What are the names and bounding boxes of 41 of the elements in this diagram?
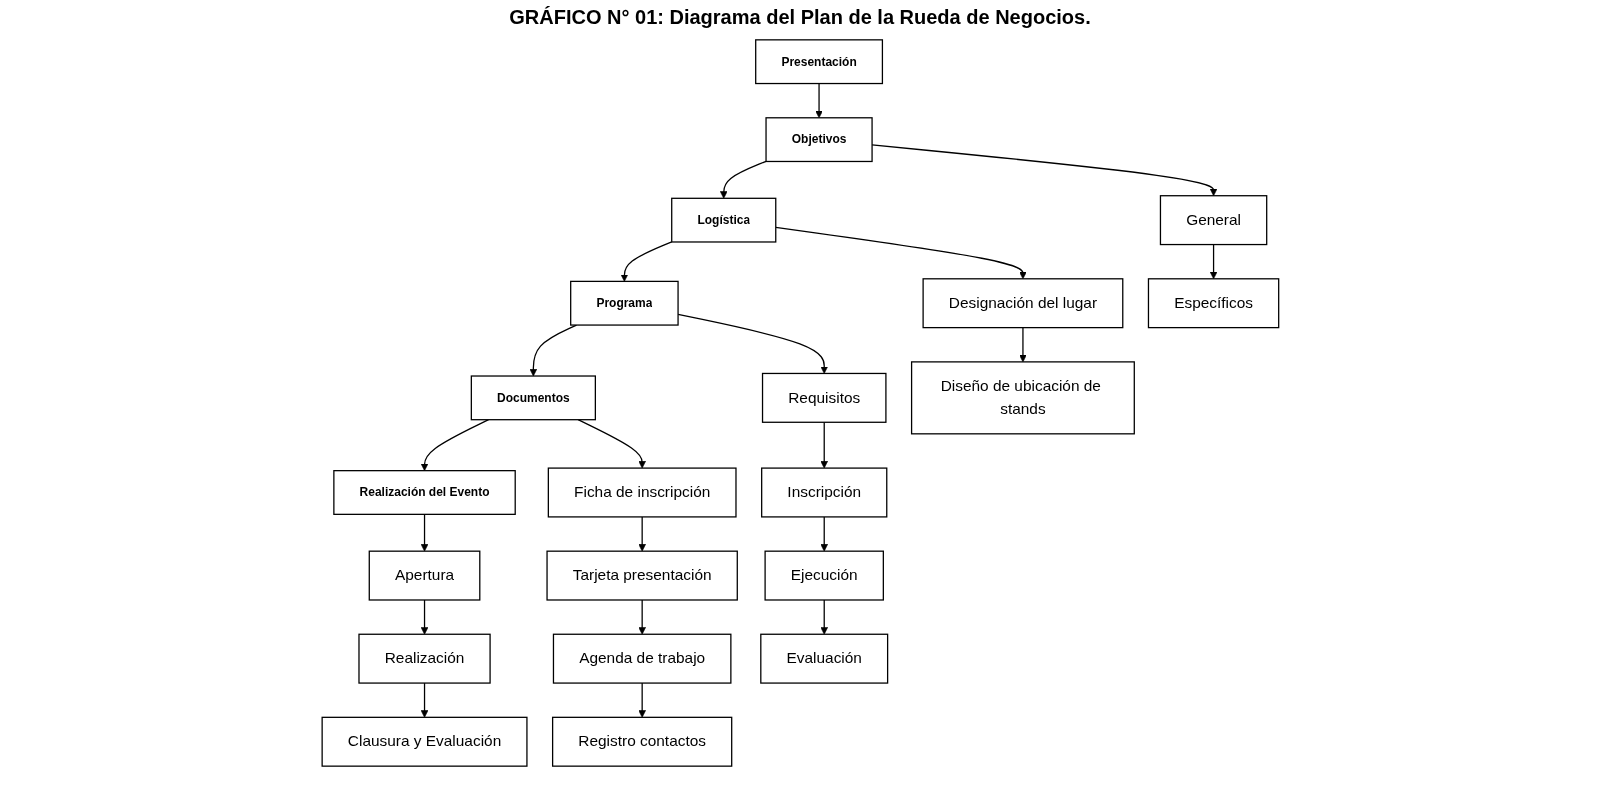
arrow — [814, 82, 823, 119]
arrow — [677, 313, 828, 374]
arrow — [871, 144, 1217, 197]
arrow — [620, 241, 672, 282]
arrow — [637, 516, 646, 552]
arrow — [719, 160, 767, 199]
node-box: Realización del Evento — [332, 470, 516, 515]
arrow — [1018, 327, 1027, 363]
node-box: Tarjeta presentación — [546, 550, 738, 601]
arrow — [420, 419, 489, 471]
node-box: Presentación — [754, 39, 883, 85]
node-box: Logística — [670, 197, 776, 243]
node-box: Específicos — [1147, 278, 1279, 329]
node-box: Requisitos — [761, 372, 887, 423]
diagram-title: GRÁFICO N° 01: Diagrama del Plan de la Rueda de Negocios. — [508, 6, 1092, 29]
arrow — [637, 682, 646, 718]
arrow — [637, 599, 646, 635]
node-box: Inscripción — [760, 467, 887, 518]
node-box: Realización — [357, 633, 491, 684]
node-box: Ejecución — [764, 550, 884, 601]
arrow — [420, 513, 428, 552]
arrow — [820, 516, 828, 552]
node-box: Clausura y Evaluación — [321, 716, 528, 767]
node-box: Programa — [569, 280, 679, 326]
node-box: Registro contactos — [551, 716, 732, 767]
node-box: Apertura — [368, 550, 480, 601]
node-box: Evaluación — [759, 633, 888, 684]
node-box: Designación del lugar — [922, 278, 1123, 329]
node-box: Agenda de trabajo — [552, 633, 732, 684]
arrow — [420, 599, 428, 635]
arrow — [820, 421, 828, 469]
arrow — [1209, 243, 1217, 280]
node-box: Objetivos — [765, 117, 873, 163]
node-box: Documentos — [470, 375, 596, 421]
arrow — [420, 682, 428, 718]
node-box: Diseño de ubicación de stands — [910, 361, 1135, 435]
arrow — [820, 599, 828, 635]
arrow — [529, 324, 577, 377]
node-box: General — [1159, 195, 1267, 246]
node-box: Ficha de inscripción — [547, 467, 737, 518]
arrow — [577, 419, 646, 469]
